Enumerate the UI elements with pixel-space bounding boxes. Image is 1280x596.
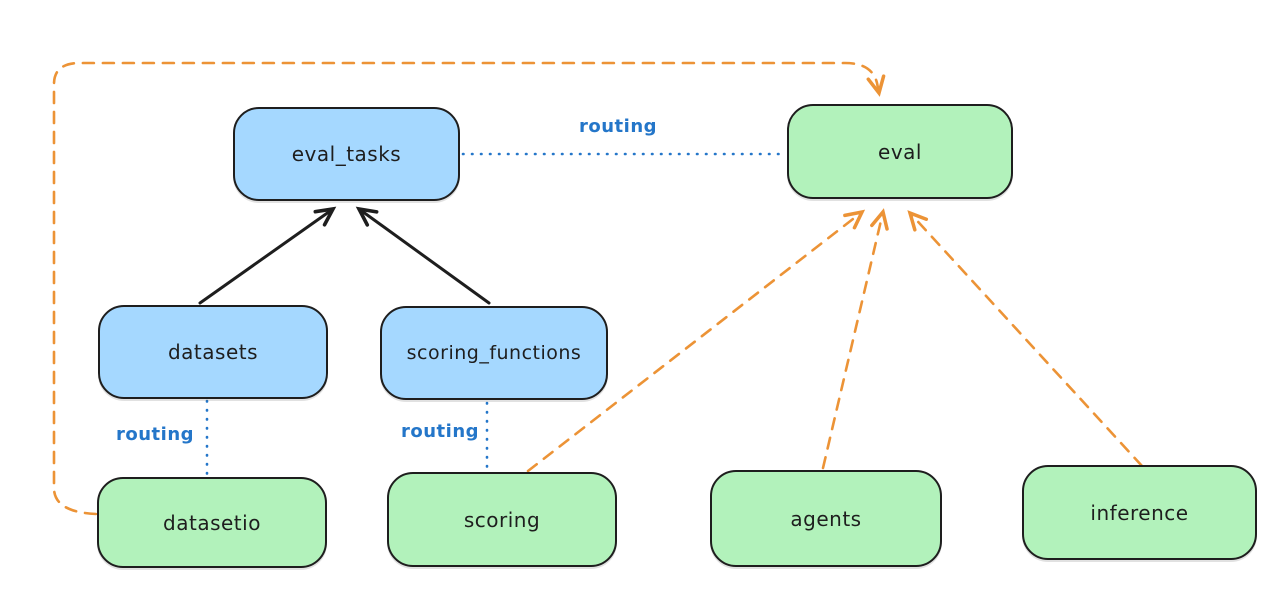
node-eval_tasks: eval_tasks — [233, 107, 460, 201]
node-scoring-label: scoring — [463, 507, 541, 532]
node-datasets-label: datasets — [167, 340, 259, 364]
edge-datasetio-to-eval — [52, 61, 886, 516]
edge-agents-to-eval — [821, 208, 889, 470]
node-eval-label: eval — [878, 139, 922, 164]
edge-scoring_functions-to-eval_tasks — [355, 206, 491, 305]
node-datasets: datasets — [98, 305, 328, 399]
edge-datasets-to-eval_tasks — [198, 206, 337, 305]
node-eval: eval — [787, 104, 1013, 199]
edge-scoring-to-eval — [526, 209, 866, 473]
edge-inference-to-eval — [907, 210, 1144, 468]
edge-label-routing-eval_tasks-eval: routing — [578, 116, 658, 137]
node-scoring_functions: scoring_functions — [380, 306, 608, 400]
node-datasetio: datasetio — [97, 477, 327, 568]
node-inference: inference — [1022, 465, 1257, 560]
node-agents-label: agents — [790, 506, 862, 531]
node-inference-label: inference — [1090, 500, 1189, 525]
edge-label-routing-datasets-datasetio: routing — [115, 424, 195, 445]
node-scoring: scoring — [387, 472, 617, 567]
node-eval_tasks-label: eval_tasks — [291, 142, 402, 166]
node-scoring_functions-label: scoring_functions — [406, 342, 582, 364]
node-datasetio-label: datasetio — [163, 510, 261, 535]
edge-label-routing-scoring_functions-scoring: routing — [400, 421, 480, 442]
node-agents: agents — [710, 470, 942, 567]
